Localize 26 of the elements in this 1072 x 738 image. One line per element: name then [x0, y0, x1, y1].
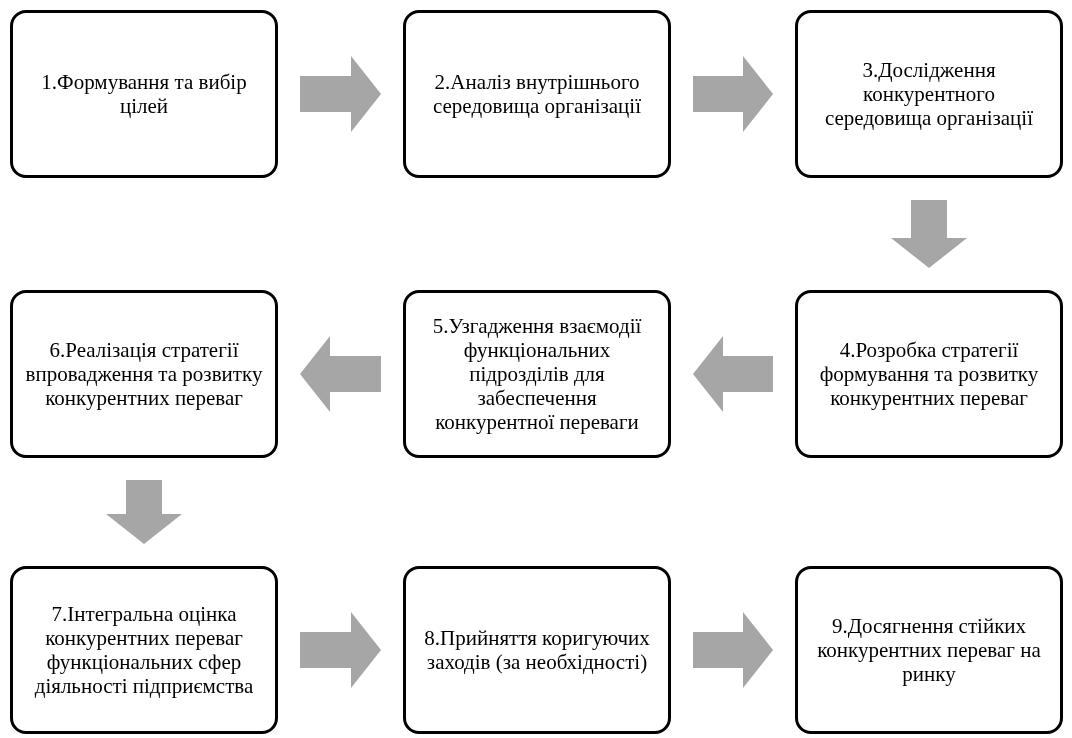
step-text: 2.Аналіз внутрішнього середовища організації — [431, 69, 643, 119]
process-box — [795, 566, 1063, 734]
block-arrow — [106, 480, 182, 544]
step-text: 5.Узгадження взаємодії функціональних підрозділів для забеспечення конкурентної переваги — [431, 313, 643, 435]
process-box — [403, 10, 671, 178]
block-arrow — [300, 56, 381, 132]
block-arrow — [693, 612, 773, 688]
process-box — [403, 290, 671, 458]
block-arrow — [891, 200, 967, 268]
block-arrow — [300, 336, 381, 412]
process-box — [10, 566, 278, 734]
process-box — [10, 10, 278, 178]
process-box — [10, 290, 278, 458]
step-text: 8.Прийняття коригуючих заходів (за необхідності) — [423, 625, 651, 675]
process-box — [795, 290, 1063, 458]
step-text: 1.Формування та вибір цілей — [40, 69, 248, 119]
step-text: 9.Досягнення стійких конкурентних переваг на ринку — [816, 613, 1042, 687]
process-box — [795, 10, 1063, 178]
block-arrow — [300, 612, 381, 688]
block-arrow — [693, 56, 773, 132]
step-text: 3.Дослідження конкурентного середовища організації — [823, 57, 1035, 131]
step-text: 7.Інтегральна оцінка конкурентних переваг функціональних сфер діяльності підприємства — [33, 601, 255, 699]
block-arrow — [693, 336, 773, 412]
step-text: 4.Розробка стратегії формування та розвитку конкурентних переваг — [818, 337, 1040, 411]
process-box — [403, 566, 671, 734]
step-text: 6.Реалізація стратегії впровадження та розвитку конкурентних переваг — [24, 337, 264, 411]
